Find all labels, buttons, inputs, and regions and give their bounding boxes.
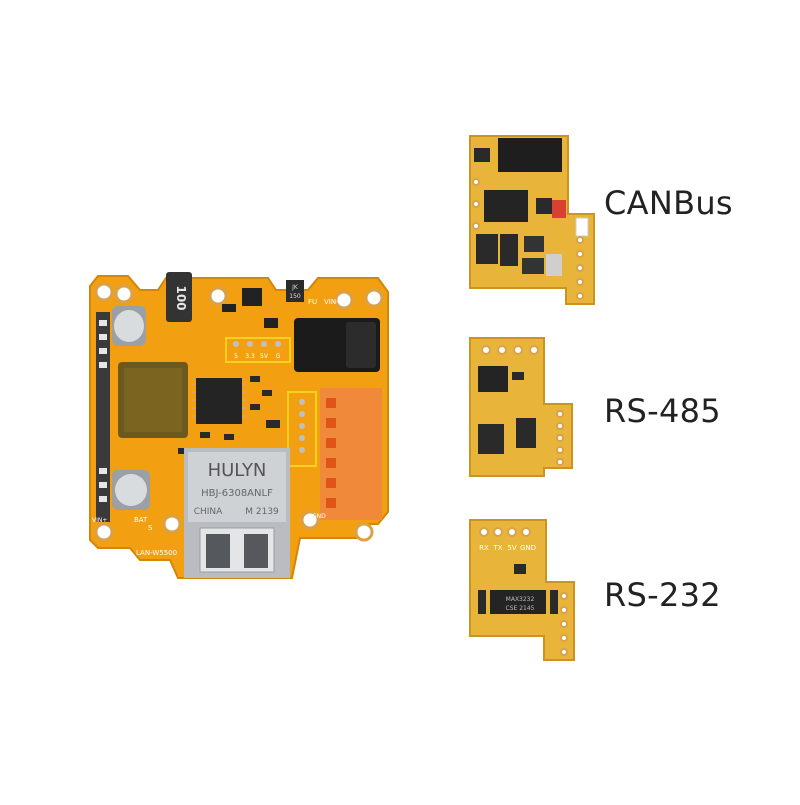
diode-marking-2: 150: [289, 293, 301, 300]
silk-gnd: GND: [312, 513, 326, 520]
header-label-4: G: [276, 353, 281, 360]
silk-fu: FU: [308, 298, 317, 306]
silk-vin: VIN-: [324, 298, 339, 306]
inductor-marking: 100: [174, 285, 188, 310]
silk-vin-left: VIN+: [92, 517, 107, 524]
side-connector: [96, 312, 110, 522]
rs485-label: RS-485: [604, 392, 721, 430]
header-label-2: 3.3: [245, 353, 255, 360]
signal-header-outline: [287, 391, 317, 467]
power-header-pins: [233, 341, 281, 347]
diode-marking-1: JK: [291, 284, 299, 291]
can-transceiver-chip: [484, 190, 528, 222]
silk-bat: BAT: [134, 516, 148, 524]
ethernet-controller-chip: [196, 378, 242, 424]
rs232-chip-marking-2: CSE 2145: [506, 605, 535, 612]
rs485-module: [469, 337, 573, 477]
rs232-pin-rx: RX: [479, 544, 489, 552]
canbus-label: CANBus: [604, 184, 733, 222]
silk-bat-pin: S: [148, 524, 153, 532]
rs232-module: RX TX 5V GND MAX3232 CSE 2145: [469, 519, 575, 661]
rs232-pin-tx: TX: [492, 544, 502, 552]
rs232-label: RS-232: [604, 576, 721, 614]
main-board: 100 JK 150 FU VIN- 5 3.3 5V G: [89, 272, 389, 579]
rs232-chip-marking-1: MAX3232: [506, 596, 535, 603]
rs232-pin-5v: 5V: [507, 544, 516, 552]
jack-part: HBJ-6308ANLF: [201, 488, 273, 499]
jack-brand: HULYN: [208, 460, 267, 481]
silk-version: V1.2: [324, 546, 340, 554]
silk-board-name: LAN-W5500: [136, 549, 177, 557]
header-label-1: 5: [234, 353, 238, 360]
jack-origin: CHINA: [194, 507, 223, 517]
diode: [286, 280, 304, 302]
canbus-module: [469, 135, 595, 305]
rs232-transceiver-chip: [490, 590, 546, 614]
inductor: [166, 272, 192, 322]
signal-header-pins: [299, 399, 305, 453]
regulator-chip: [242, 288, 262, 306]
silk-version-year: 3021: [300, 545, 325, 555]
jack-code: M 2139: [245, 507, 279, 517]
can-connector: [498, 138, 562, 172]
rs485-transceiver-chip: [478, 366, 508, 392]
mounting-holes: [94, 282, 384, 542]
power-header-outline: [225, 337, 291, 363]
rs232-pin-gnd: GND: [520, 544, 536, 552]
header-label-3: 5V: [260, 353, 269, 360]
